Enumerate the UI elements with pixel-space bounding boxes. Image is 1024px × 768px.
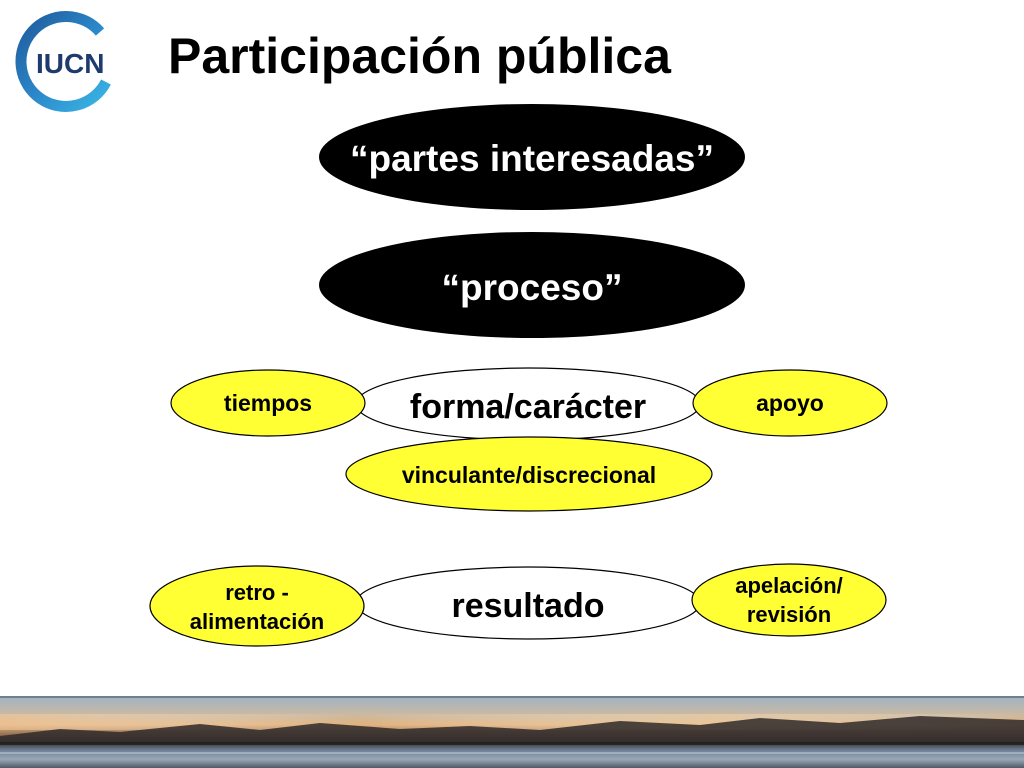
iucn-logo: IUCN	[15, 10, 111, 112]
node-feedback-label-line1: retro -	[225, 580, 289, 605]
node-form: forma/carácter	[355, 367, 701, 441]
node-result: resultado	[355, 566, 701, 640]
node-support-label: apoyo	[756, 390, 824, 416]
node-timing: tiempos	[170, 369, 366, 437]
logo-ring-icon	[15, 10, 111, 112]
landscape-banner	[0, 696, 1024, 768]
mountain-ridge-icon	[0, 716, 1024, 742]
node-form-label: forma/carácter	[410, 388, 646, 426]
logo-text: IUCN	[36, 48, 104, 79]
node-binding: vinculante/discrecional	[345, 436, 713, 512]
node-appeal: apelación/ revisión	[691, 563, 887, 637]
node-support: apoyo	[692, 369, 888, 437]
page-title: Participación pública	[168, 28, 671, 84]
node-appeal-label-line1: apelación/	[735, 573, 843, 598]
node-process-label: “proceso”	[442, 267, 623, 308]
node-process: “proceso”	[319, 232, 745, 338]
node-binding-label: vinculante/discrecional	[402, 462, 656, 488]
node-appeal-label-line2: revisión	[747, 602, 831, 627]
node-feedback-label-line2: alimentación	[190, 609, 324, 634]
node-feedback: retro - alimentación	[149, 565, 365, 647]
node-result-label: resultado	[451, 587, 604, 625]
node-stakeholders-label: “partes interesadas”	[350, 138, 714, 179]
node-stakeholders: “partes interesadas”	[319, 104, 745, 210]
diagram: “partes interesadas” “proceso” forma/car…	[149, 104, 888, 647]
node-timing-label: tiempos	[224, 390, 312, 416]
